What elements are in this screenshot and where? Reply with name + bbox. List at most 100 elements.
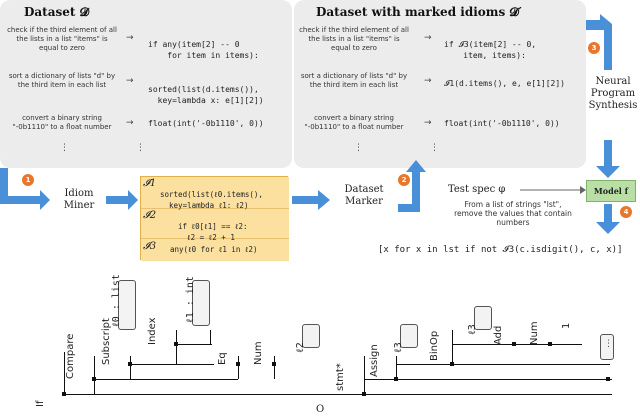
tree-node bbox=[512, 342, 516, 346]
tree-label-stmt: stmt* bbox=[335, 363, 346, 391]
dataset-row-1-desc: check if the third element of all the li… bbox=[7, 26, 117, 52]
tree-label-num: Num bbox=[253, 341, 264, 365]
tree-stem bbox=[176, 330, 177, 364]
idiom-row-2 bbox=[141, 209, 289, 239]
tree-box-l3-a-label: ℓ3 bbox=[393, 342, 404, 353]
marked-row-1-desc: check if the third element of all the li… bbox=[299, 26, 409, 52]
dataset-row-3-code: float(int('-0b1110', 0)) bbox=[148, 119, 264, 128]
tree-rail-stmt bbox=[364, 379, 612, 380]
tree-node bbox=[450, 362, 454, 366]
tree-rail-binop bbox=[452, 344, 582, 345]
tree-stem bbox=[238, 356, 239, 379]
step-badge-1: 1 bbox=[22, 174, 34, 186]
arrow-panel2-to-nps bbox=[586, 14, 612, 70]
dataset-row-3-desc: convert a binary string "-0b1110" to a f… bbox=[12, 114, 112, 131]
dataset-row-1-code: if any(item[2] -- 0 for item in items): bbox=[148, 28, 259, 61]
code-line: key=lambda x: e[1][2]) bbox=[148, 96, 264, 105]
test-spec-label: Test spec φ bbox=[448, 184, 506, 195]
code-line: if ℓ0[ℓ1] == ℓ2: bbox=[178, 222, 248, 231]
tree-label-binop: BinOp bbox=[429, 330, 440, 361]
tree-box-l0-label: ℓ0 : list bbox=[111, 274, 122, 327]
tree-rail-subscript bbox=[130, 364, 214, 365]
code-line: item, items): bbox=[444, 51, 526, 60]
idiom-row-1 bbox=[141, 177, 289, 209]
test-spec-text: From a list of strings "lst", remove the… bbox=[454, 200, 572, 227]
tree-node bbox=[236, 362, 240, 366]
tree-rail-index bbox=[176, 344, 212, 345]
tree-box-l2-label: ℓ2 bbox=[295, 342, 306, 353]
marked-row-3-desc: convert a binary string "-0b1110" to a f… bbox=[304, 114, 404, 131]
tree-rail-root bbox=[64, 394, 612, 395]
tree-stem bbox=[364, 356, 365, 394]
tree-label-assign: Assign bbox=[369, 344, 380, 377]
arrow-spec-head bbox=[580, 186, 586, 194]
tree-rail-compare bbox=[94, 379, 238, 380]
tree-stem bbox=[94, 356, 95, 394]
code-line: if any(item[2] -- 0 bbox=[148, 40, 240, 49]
arrow-miner-to-idioms bbox=[106, 190, 138, 210]
marked-ellipsis-left: ⋮ bbox=[354, 143, 363, 153]
idiom-1-code: sorted(list(ℓ0.items(), key=lambda ℓ1: ℓ… bbox=[160, 178, 263, 211]
tree-node bbox=[394, 377, 398, 381]
tree-stem bbox=[210, 330, 211, 344]
marked-row-3-arrow: → bbox=[424, 118, 432, 128]
dataset-row-3-arrow: → bbox=[126, 118, 134, 128]
tree-label-eq: Eq bbox=[217, 352, 228, 365]
dataset-marker-label: Dataset Marker bbox=[344, 184, 384, 207]
idioms-box bbox=[140, 176, 289, 261]
idiom-3-code: any(ℓ0 for ℓ1 in ℓ2) bbox=[170, 245, 258, 254]
idiom-row-3 bbox=[141, 239, 289, 261]
tree-node bbox=[548, 342, 552, 346]
tree-box-l3-b bbox=[474, 306, 492, 330]
tree-node bbox=[128, 362, 132, 366]
tree-box-l0 bbox=[118, 280, 136, 330]
step-badge-4: 4 bbox=[620, 206, 632, 218]
idiom-2-name: 𝓘2 bbox=[143, 210, 157, 221]
tree-node bbox=[92, 377, 96, 381]
idiom-3-name: 𝓘3 bbox=[143, 241, 157, 252]
idiom-2-code: if ℓ0[ℓ1] == ℓ2: ℓ2 = ℓ2 + 1 bbox=[178, 210, 247, 243]
idiom-miner-label: Idiom Miner bbox=[63, 188, 95, 211]
tree-label-compare: Compare bbox=[65, 333, 76, 379]
tree-box-l1-label: ℓ1 : int bbox=[185, 276, 196, 323]
dataset-ellipsis-right: ⋮ bbox=[136, 143, 145, 153]
marked-row-2-code: 𝓘1(d.items(), e, e[1][2]) bbox=[444, 79, 566, 88]
tree-node bbox=[272, 362, 276, 366]
marked-row-3-code: float(int('-0b1110', 0)) bbox=[444, 119, 560, 128]
marked-ellipsis-right: ⋮ bbox=[430, 143, 439, 153]
tree-stem bbox=[452, 330, 453, 364]
code-line: for item in items): bbox=[148, 51, 259, 60]
marked-dataset-panel bbox=[294, 0, 586, 168]
tree-node bbox=[606, 377, 610, 381]
footer-glyph: O bbox=[316, 404, 325, 415]
arrow-marker-to-panel2 bbox=[398, 160, 426, 212]
tree-node bbox=[362, 392, 366, 396]
marked-row-2-desc: sort a dictionary of lists "d" by the th… bbox=[300, 72, 408, 89]
tree-label-num-2: Num bbox=[529, 321, 540, 345]
arrow-idioms-to-marker bbox=[292, 190, 330, 210]
tree-box-ellipsis bbox=[600, 334, 614, 360]
tree-node bbox=[174, 342, 178, 346]
code-line: ℓ2 = ℓ2 + 1 bbox=[178, 233, 235, 242]
tree-label-root: If bbox=[35, 400, 46, 407]
tree-rail-assign bbox=[396, 364, 610, 365]
code-line: if 𝓘3(item[2] -- 0, bbox=[444, 40, 537, 49]
arrow-model-to-output bbox=[596, 204, 620, 234]
marked-row-2-arrow: → bbox=[424, 76, 432, 86]
marked-dataset-panel-title: Dataset with marked idioms 𝓓′ bbox=[316, 5, 522, 19]
dataset-panel-title: Dataset 𝓓 bbox=[24, 5, 89, 19]
code-line: key=lambda ℓ1: ℓ2) bbox=[160, 201, 249, 210]
dataset-row-2-code: sorted(list(d.items()), key=lambda x: e[… bbox=[148, 73, 264, 106]
tree-box-ellipsis-glyph: ⋮ bbox=[604, 339, 613, 349]
tree-stem bbox=[64, 352, 65, 394]
tree-label-add: Add bbox=[493, 325, 504, 345]
idiom-1-name: 𝓘1 bbox=[143, 178, 157, 189]
dataset-ellipsis-left: ⋮ bbox=[60, 143, 69, 153]
tree-stem bbox=[130, 356, 131, 379]
tree-node bbox=[62, 392, 66, 396]
tree-stem bbox=[274, 356, 275, 379]
tree-box-l1 bbox=[192, 280, 210, 326]
dataset-panel bbox=[0, 0, 292, 168]
code-line: sorted(list(ℓ0.items(), bbox=[160, 190, 263, 199]
